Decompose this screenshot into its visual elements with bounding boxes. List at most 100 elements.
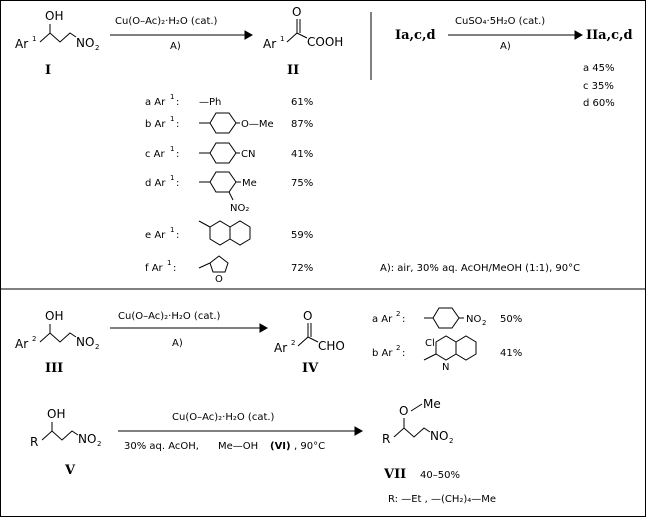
svg-text:87%: 87% [291,119,313,130]
svg-text:V: V [64,463,76,478]
svg-text:NO: NO [76,335,94,349]
svg-text:O: O [399,404,408,418]
svg-text:NO: NO [78,432,96,446]
svg-text:CuSO₄·5H₂O (cat.): CuSO₄·5H₂O (cat.) [455,16,545,27]
substituent-e: e Ar 1: 59% [145,220,313,246]
reaction-arrow-4: Cu(O–Ac)₂·H₂O (cat.) 30% aq. AcOH, Me—OH… [118,412,364,452]
yield-d: d 60% [583,98,615,109]
svg-text:72%: 72% [291,263,313,274]
svg-text:Cu(O–Ac)₂·H₂O (cat.): Cu(O–Ac)₂·H₂O (cat.) [118,311,221,322]
compound-VII: R O Me NO 2 VII 40–50% R: —Et , —(CH₂)₄—… [382,397,496,505]
svg-text:COOH: COOH [307,35,343,49]
svg-text:2: 2 [95,343,99,351]
svg-text:OH: OH [47,407,65,421]
svg-text:30% aq. AcOH,: 30% aq. AcOH, [124,441,199,452]
svg-text:NO: NO [76,36,94,50]
svg-text:Ia,c,d: Ia,c,d [395,28,436,43]
svg-text:NO: NO [430,429,448,443]
svg-text:III: III [45,361,63,376]
reaction-2: Ia,c,d CuSO₄·5H₂O (cat.) A) IIa,c,d a 45… [395,16,633,109]
yield-a: a 45% [583,63,615,74]
svg-text:1: 1 [170,115,174,123]
substituent-a: a Ar 1: —Ph 61% [145,93,313,108]
svg-text:1: 1 [170,145,174,153]
svg-text:A): A) [500,41,511,52]
svg-text:NO₂: NO₂ [230,203,249,214]
yield-c: c 35% [583,81,614,92]
svg-text::: : [176,230,179,241]
svg-text:75%: 75% [291,178,313,189]
svg-text::: : [176,97,179,108]
svg-text:O: O [292,5,301,19]
svg-text:1: 1 [167,259,171,267]
svg-text:50%: 50% [500,314,522,325]
svg-text:Ar: Ar [263,37,276,51]
svg-text:1: 1 [170,226,174,234]
svg-text:CN: CN [241,149,255,160]
svg-text:1: 1 [170,174,174,182]
svg-text:CHO: CHO [318,339,345,353]
svg-text:O—Me: O—Me [241,119,274,130]
svg-text:IV: IV [302,361,319,376]
substituent-3b: b Ar 2: Cl N 41% [372,335,522,373]
svg-text::: : [176,149,179,160]
compound-III: Ar 2 OH NO 2 III [15,309,99,376]
svg-text::: : [176,119,179,130]
substituent-f: f Ar 1: O 72% [145,255,313,285]
svg-text:d Ar: d Ar [145,178,166,189]
reaction-arrow-3: Cu(O–Ac)₂·H₂O (cat.) A) [110,311,269,349]
svg-text:Cl: Cl [425,338,435,349]
svg-text:, 90°C: , 90°C [294,441,325,452]
substituent-c: c Ar 1: CN 41% [145,142,313,164]
svg-text:(VI): (VI) [270,441,291,452]
svg-text:OH: OH [45,9,63,23]
svg-text:I: I [45,63,51,78]
svg-text:a Ar: a Ar [145,97,166,108]
svg-text:Cu(O–Ac)₂·H₂O (cat.): Cu(O–Ac)₂·H₂O (cat.) [115,16,218,27]
svg-text:2: 2 [482,319,486,327]
svg-text:VII: VII [383,467,406,482]
svg-text:1: 1 [170,93,174,101]
svg-text:a Ar: a Ar [372,314,393,325]
svg-text:A): A) [172,338,183,349]
svg-text:OH: OH [45,309,63,323]
reaction-arrow-1: Cu(O–Ac)₂·H₂O (cat.) A) [110,16,254,52]
compound-I: Ar 1 OH NO 2 I [15,9,99,78]
svg-text::: : [176,178,179,189]
svg-text:41%: 41% [291,149,313,160]
svg-text:Me: Me [423,397,441,411]
svg-text:O: O [215,274,223,285]
substituent-d: d Ar 1: Me NO₂ 75% [145,171,313,214]
svg-text:2: 2 [396,310,400,318]
svg-text:40–50%: 40–50% [420,470,460,481]
svg-text:Cu(O–Ac)₂·H₂O (cat.): Cu(O–Ac)₂·H₂O (cat.) [172,412,275,423]
svg-text:2: 2 [95,44,99,52]
svg-text::: : [402,348,405,359]
svg-text::: : [173,263,176,274]
svg-text:—Ph: —Ph [199,97,221,108]
svg-text:Ar: Ar [15,337,28,351]
svg-text:NO: NO [466,314,481,325]
svg-text:R: —Et , —(CH₂)₄—Me: R: —Et , —(CH₂)₄—Me [388,494,496,505]
svg-text:1: 1 [32,35,36,43]
svg-text:Me: Me [242,178,257,189]
svg-text:R: R [382,432,390,446]
svg-text:O: O [303,309,312,323]
conditions-note: A): air, 30% aq. AcOH/MeOH (1:1), 90°C [380,263,580,274]
svg-text:IIa,c,d: IIa,c,d [586,28,633,43]
svg-text:e Ar: e Ar [145,230,166,241]
svg-text:41%: 41% [500,348,522,359]
svg-text:2: 2 [449,437,453,445]
svg-text:Ar: Ar [15,37,28,51]
svg-text:2: 2 [396,344,400,352]
svg-text:N: N [442,362,449,373]
svg-text:f Ar: f Ar [145,263,164,274]
svg-text:A): A) [170,41,181,52]
svg-text:c Ar: c Ar [145,149,166,160]
svg-text:2: 2 [97,440,101,448]
substituent-b: b Ar 1: O—Me 87% [145,112,313,134]
substituent-3a: a Ar 2: NO 2 50% [372,307,522,329]
compound-V: R OH NO 2 V [30,407,101,478]
svg-text::: : [402,314,405,325]
